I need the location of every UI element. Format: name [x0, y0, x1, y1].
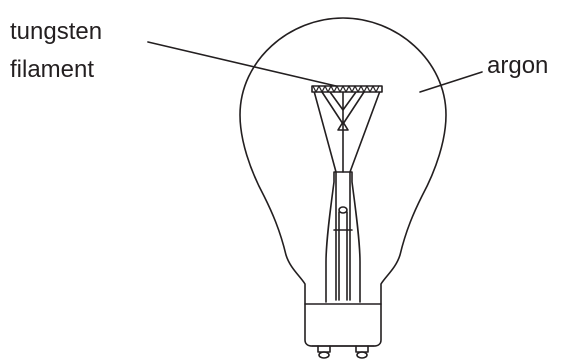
- lead-in-wire-left: [313, 90, 337, 301]
- label-filament: filament: [10, 56, 95, 83]
- filament-coil: [312, 85, 380, 93]
- label-tungsten: tungsten: [10, 18, 103, 45]
- filament-leader-line: [147, 41, 337, 87]
- filament-support-wires: [321, 91, 365, 125]
- support-hook: [337, 121, 349, 131]
- cap-contacts: [317, 345, 369, 353]
- label-argon: argon: [487, 52, 549, 79]
- glass-stem: [325, 171, 361, 303]
- argon-leader-line: [419, 71, 483, 93]
- bayonet-cap: [304, 303, 382, 347]
- cap-contact-left: [318, 351, 330, 359]
- filament-support-wires-outer: [329, 91, 357, 111]
- glass-bulb-outline: [239, 17, 447, 305]
- lead-in-wire-right: [349, 90, 381, 301]
- exhaust-tube-top: [338, 206, 348, 214]
- cap-contact-right: [356, 351, 368, 359]
